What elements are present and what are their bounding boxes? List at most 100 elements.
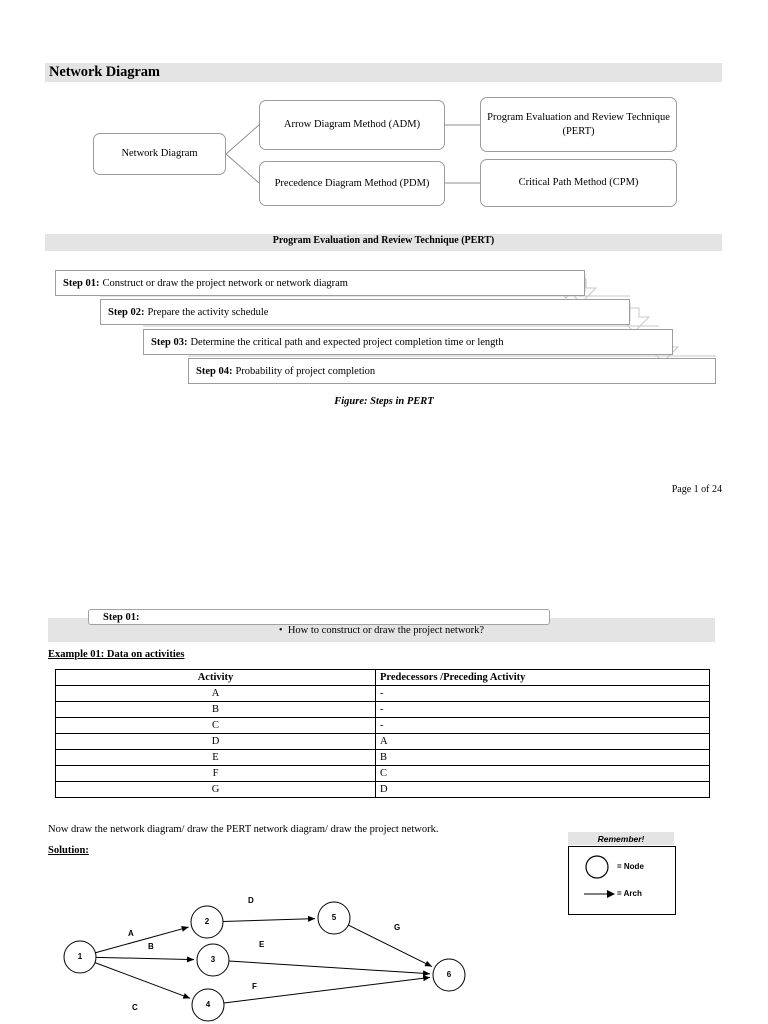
- table-cell-activity: C: [55, 717, 376, 734]
- flowchart-root-label: Network Diagram: [121, 148, 198, 160]
- network-node-label-5: 5: [331, 913, 337, 922]
- network-edge-label-d: D: [248, 896, 254, 905]
- table-header-activity: Activity: [55, 669, 376, 686]
- table-cell-predecessor: B: [375, 749, 710, 766]
- arrow-icon: [607, 890, 615, 898]
- table-cell-activity: B: [55, 701, 376, 718]
- network-node-4: [191, 988, 225, 1022]
- table-row: C-: [55, 717, 710, 734]
- network-node-label-3: 3: [210, 955, 216, 964]
- network-node-label-2: 2: [204, 917, 210, 926]
- pert-step-text-03: Determine the critical path and expected…: [190, 336, 504, 348]
- example-heading: Example 01: Data on activities: [48, 649, 185, 660]
- network-edge-label-g: G: [394, 923, 401, 932]
- pert-network-diagram: A B C D E F G 1 2 3 4 5 6: [0, 880, 520, 1024]
- network-diagram-taxonomy-flowchart: Network Diagram Arrow Diagram Method (AD…: [0, 0, 768, 220]
- network-diagram-svg: [63, 901, 466, 1022]
- table-header-predecessors: Predecessors /Preceding Activity: [375, 669, 710, 686]
- pert-section-label: Program Evaluation and Review Technique …: [272, 235, 495, 246]
- step01-callout-label-box: Step 01:: [88, 609, 550, 625]
- pert-section-band: [45, 234, 722, 251]
- flowchart-method-box-adm: Arrow Diagram Method (ADM): [259, 100, 445, 150]
- page-title-band: [45, 63, 722, 82]
- table-header-row: Activity Predecessors /Preceding Activit…: [55, 669, 710, 686]
- table-row: A-: [55, 685, 710, 702]
- network-edge-b: [95, 956, 195, 963]
- network-labels: A B C D E F G 1 2 3 4 5 6: [0, 880, 520, 1024]
- table-cell-activity: A: [55, 685, 376, 702]
- pert-step-label-01: Step 01:: [63, 277, 100, 289]
- legend-arch-text: = Arch: [617, 889, 642, 898]
- network-node-label-6: 6: [446, 970, 452, 979]
- flowchart-method-label-pdm: Precedence Diagram Method (PDM): [274, 177, 430, 189]
- bullet-icon: •: [278, 625, 286, 636]
- flowchart-technique-label-pert: Program Evaluation and Review Technique …: [487, 112, 670, 137]
- flowchart-method-box-pdm: Precedence Diagram Method (PDM): [259, 161, 445, 206]
- node-circle-icon: [585, 855, 609, 879]
- network-edge-c: [94, 962, 191, 999]
- network-edge-a: [95, 926, 189, 954]
- table-cell-predecessor: A: [375, 733, 710, 750]
- table-cell-activity: D: [55, 733, 376, 750]
- activity-table: Activity Predecessors /Preceding Activit…: [55, 669, 710, 798]
- table-row: B-: [55, 701, 710, 718]
- network-node-5: [317, 901, 351, 935]
- network-node-1: [63, 940, 97, 974]
- network-edges: [94, 915, 433, 1004]
- network-edge-g: [348, 924, 433, 968]
- flowchart-connector-lines: [225, 124, 480, 184]
- page-footer-text: Page 1 of 24: [671, 484, 722, 495]
- network-edge-f: [223, 975, 431, 1004]
- table-cell-predecessor: -: [375, 685, 710, 702]
- step01-callout-bullet-text: How to construct or draw the project net…: [287, 625, 485, 636]
- pert-step-label-02: Step 02:: [108, 306, 145, 318]
- flowchart-technique-label-cpm: Critical Path Method (CPM): [518, 177, 639, 189]
- network-nodes: [63, 901, 466, 1022]
- network-edge-d: [222, 915, 316, 922]
- pert-figure-caption: Figure: Steps in PERT: [334, 396, 434, 407]
- flowchart-technique-box-cpm: Critical Path Method (CPM): [480, 159, 677, 207]
- pert-step-box-04: Step 04: Probability of project completi…: [188, 358, 716, 384]
- pert-step-box-01: Step 01: Construct or draw the project n…: [55, 270, 585, 296]
- step01-callout-label: Step 01:: [103, 611, 140, 623]
- table-cell-activity: G: [55, 781, 376, 798]
- network-edge-label-e: E: [259, 940, 265, 949]
- table-cell-predecessor: -: [375, 701, 710, 718]
- remember-legend-box: = Node = Arch: [568, 846, 676, 915]
- network-edge-label-b: B: [148, 942, 154, 951]
- pert-step-text-01: Construct or draw the project network or…: [102, 277, 348, 289]
- table-cell-activity: E: [55, 749, 376, 766]
- pert-step-label-04: Step 04:: [196, 365, 233, 377]
- pert-step-label-03: Step 03:: [151, 336, 188, 348]
- table-cell-predecessor: C: [375, 765, 710, 782]
- pert-step-text-04: Probability of project completion: [235, 365, 376, 377]
- network-node-6: [432, 958, 466, 992]
- pert-step-box-02: Step 02: Prepare the activity schedule: [100, 299, 630, 325]
- flowchart-technique-box-pert: Program Evaluation and Review Technique …: [480, 97, 677, 152]
- legend-node-text: = Node: [617, 862, 644, 871]
- flowchart-method-label-adm: Arrow Diagram Method (ADM): [283, 119, 421, 131]
- table-cell-predecessor: D: [375, 781, 710, 798]
- pert-step-box-03: Step 03: Determine the critical path and…: [143, 329, 673, 355]
- network-edge-label-f: F: [252, 982, 257, 991]
- pert-step-text-02: Prepare the activity schedule: [147, 306, 269, 318]
- draw-instruction-text: Now draw the network diagram/ draw the P…: [48, 824, 439, 835]
- flowchart-root-box: Network Diagram: [93, 133, 226, 175]
- network-edge-label-c: C: [132, 1003, 138, 1012]
- network-edge-e: [228, 960, 431, 977]
- remember-legend-title: Remember!: [568, 832, 674, 845]
- table-cell-predecessor: -: [375, 717, 710, 734]
- network-node-label-1: 1: [77, 952, 83, 961]
- network-edge-label-a: A: [128, 929, 134, 938]
- step01-callout-bullet: • How to construct or draw the project n…: [48, 625, 715, 636]
- network-node-2: [190, 905, 224, 939]
- network-node-3: [196, 943, 230, 977]
- table-cell-activity: F: [55, 765, 376, 782]
- network-node-label-4: 4: [205, 1000, 211, 1009]
- page-title: Network Diagram: [49, 64, 160, 80]
